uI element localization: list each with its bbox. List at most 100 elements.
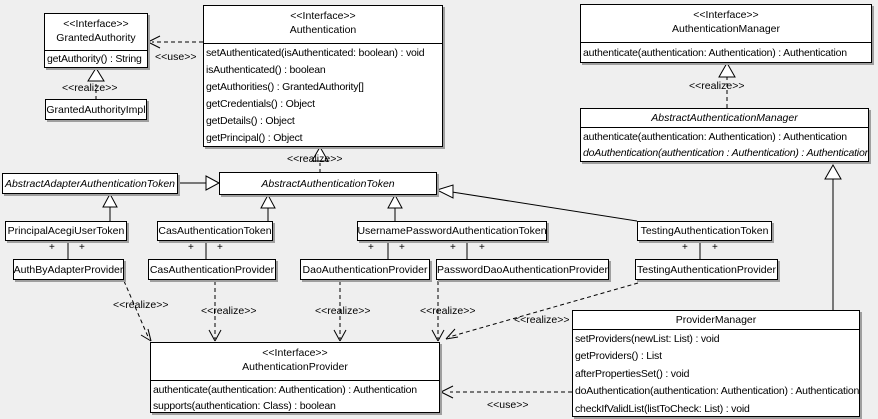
association-end-label: + [79, 242, 85, 253]
realize-edge-abstractauthenticationtoken [311, 145, 329, 172]
class-name: GrantedAuthority [56, 32, 136, 44]
stereotype-label: <<Interface>> [262, 347, 328, 359]
class-authentication[interactable]: <<Interface>> Authentication setAuthenti… [203, 5, 443, 147]
class-name: Authentication [289, 24, 357, 36]
generalization-edge-providermanager [824, 163, 842, 310]
association-end-label: + [49, 242, 55, 253]
method-label: getPrincipal() : Object [206, 132, 303, 144]
realize-label: <<realize>> [113, 299, 169, 311]
realize-edge-grantedauthorityimpl [87, 67, 105, 99]
class-authentication-provider[interactable]: <<Interface>> AuthenticationProvider aut… [150, 342, 440, 413]
class-abstract-authentication-token[interactable]: AbstractAuthenticationToken [219, 172, 437, 195]
realize-label: <<realize>> [287, 153, 343, 165]
class-abstract-authentication-manager[interactable]: AbstractAuthenticationManager authentica… [580, 108, 869, 162]
realize-label: <<realize>> [315, 305, 371, 317]
class-name: CasAuthenticationToken [158, 225, 272, 237]
method-label: authenticate(authentication: Authenticat… [583, 47, 847, 59]
association-end-label: + [217, 242, 223, 253]
class-name: TestingAuthenticationToken [640, 225, 769, 237]
class-header: ProviderManager [573, 311, 859, 330]
method-label: authenticate(authentication: Authenticat… [583, 131, 847, 143]
class-name: PasswordDaoAuthenticationProvider [437, 263, 609, 276]
class-username-password-authentication-token[interactable]: UsernamePasswordAuthenticationToken [357, 221, 547, 241]
method-label: isAuthenticated() : boolean [206, 64, 326, 76]
method-compartment: setAuthenticated(isAuthenticated: boolea… [204, 44, 442, 146]
realize-edge-testingprovider [445, 282, 639, 340]
class-cas-authentication-token[interactable]: CasAuthenticationToken [157, 221, 273, 241]
class-abstract-adapter-authentication-token[interactable]: AbstractAdapterAuthenticationToken [2, 173, 178, 194]
class-name: TestingAuthenticationProvider [637, 263, 776, 276]
method-label: setAuthenticated(isAuthenticated: boolea… [206, 47, 425, 59]
method-label: getAuthorities() : GrantedAuthority[] [206, 81, 364, 93]
class-authentication-manager[interactable]: <<Interface>> AuthenticationManager auth… [580, 4, 872, 63]
class-header: AbstractAuthenticationManager [581, 109, 868, 128]
class-testing-authentication-provider[interactable]: TestingAuthenticationProvider [635, 259, 778, 280]
class-header: <<Interface>> GrantedAuthority [45, 14, 147, 51]
use-label: <<use>> [155, 51, 197, 63]
class-name: GrantedAuthorityImpl [46, 103, 146, 116]
use-edge-authentication-grantedauthority [147, 35, 203, 49]
association-end-label: + [188, 242, 194, 253]
association-edges [67, 241, 701, 259]
method-label: doAuthentication(authentication : Authen… [583, 147, 868, 159]
class-cas-authentication-provider[interactable]: CasAuthenticationProvider [148, 259, 276, 280]
method-label: authenticate(authentication: Authenticat… [153, 384, 417, 396]
generalization-edge-usernamepasswordtoken [387, 193, 403, 221]
class-name: CasAuthenticationProvider [149, 263, 275, 276]
method-label: getProviders() : List [575, 350, 662, 363]
realize-edge-daoauthenticationprovider [333, 281, 347, 342]
association-end-label: + [682, 242, 688, 253]
association-end-label: + [368, 242, 374, 253]
realize-edge-casauthenticationprovider [208, 281, 222, 342]
method-compartment: authenticate(authentication: Authenticat… [581, 43, 871, 62]
method-compartment: getAuthority() : String [45, 51, 147, 67]
class-name: AbstractAuthenticationManager [651, 112, 798, 124]
association-end-label: + [712, 242, 718, 253]
method-label: getDetails() : Object [206, 115, 295, 127]
class-name: AuthByAdapterProvider [13, 263, 124, 276]
class-testing-authentication-token[interactable]: TestingAuthenticationToken [637, 221, 772, 241]
class-name: AbstractAdapterAuthenticationToken [4, 177, 176, 190]
method-label: doAuthentication(authentication: Authent… [575, 385, 859, 398]
class-auth-by-adapter-provider[interactable]: AuthByAdapterProvider [13, 259, 124, 280]
method-compartment: authenticate(authentication: Authenticat… [581, 128, 868, 161]
realize-label: <<realize>> [420, 305, 476, 317]
generalization-edge-abstractadaptertoken [178, 175, 221, 191]
class-name: ProviderManager [675, 314, 757, 326]
realize-label: <<realize>> [201, 305, 257, 317]
realize-edge-authbyadapterprovider [123, 280, 152, 342]
use-edge-providermanager [440, 385, 572, 399]
generalization-edge-testingtoken [435, 184, 638, 222]
class-header: <<Interface>> Authentication [204, 6, 442, 44]
realize-label: <<realize>> [514, 314, 570, 326]
realize-label: <<realize>> [62, 82, 118, 94]
class-provider-manager[interactable]: ProviderManager setProviders(newList: Li… [572, 310, 860, 417]
method-compartment: setProviders(newList: List) : void getPr… [573, 330, 859, 416]
generalization-edge-principaltoken [102, 192, 118, 221]
method-label: checkIfValidList(listToCheck: List) : vo… [575, 402, 750, 415]
class-granted-authority-impl[interactable]: GrantedAuthorityImpl [45, 99, 147, 120]
class-name: PrincipalAcegiUserToken [7, 225, 125, 237]
method-compartment: authenticate(authentication: Authenticat… [151, 381, 439, 412]
stereotype-label: <<Interface>> [63, 18, 129, 30]
class-password-dao-authentication-provider[interactable]: PasswordDaoAuthenticationProvider [436, 259, 609, 280]
realize-edge-abstractauthenticationmanager [718, 61, 736, 108]
class-name: DaoAuthenticationProvider [302, 263, 428, 276]
method-label: supports(authentication: Class) : boolea… [153, 400, 336, 412]
realize-label: <<realize>> [689, 80, 745, 92]
association-end-label: + [399, 242, 405, 253]
generalization-edge-castoken [260, 193, 276, 221]
method-label: afterPropertiesSet() : void [575, 367, 690, 380]
class-header: <<Interface>> AuthenticationManager [581, 5, 871, 43]
stereotype-label: <<Interface>> [290, 10, 356, 22]
method-label: getAuthority() : String [47, 53, 142, 65]
method-label: setProviders(newList: List) : void [575, 333, 720, 345]
class-name: AuthenticationProvider [242, 361, 348, 373]
class-dao-authentication-provider[interactable]: DaoAuthenticationProvider [300, 259, 430, 280]
class-granted-authority[interactable]: <<Interface>> GrantedAuthority getAuthor… [44, 13, 148, 68]
class-principal-acegi-user-token[interactable]: PrincipalAcegiUserToken [5, 221, 127, 241]
realize-edge-passworddaoprovider [431, 281, 445, 342]
association-end-label: + [479, 242, 485, 253]
